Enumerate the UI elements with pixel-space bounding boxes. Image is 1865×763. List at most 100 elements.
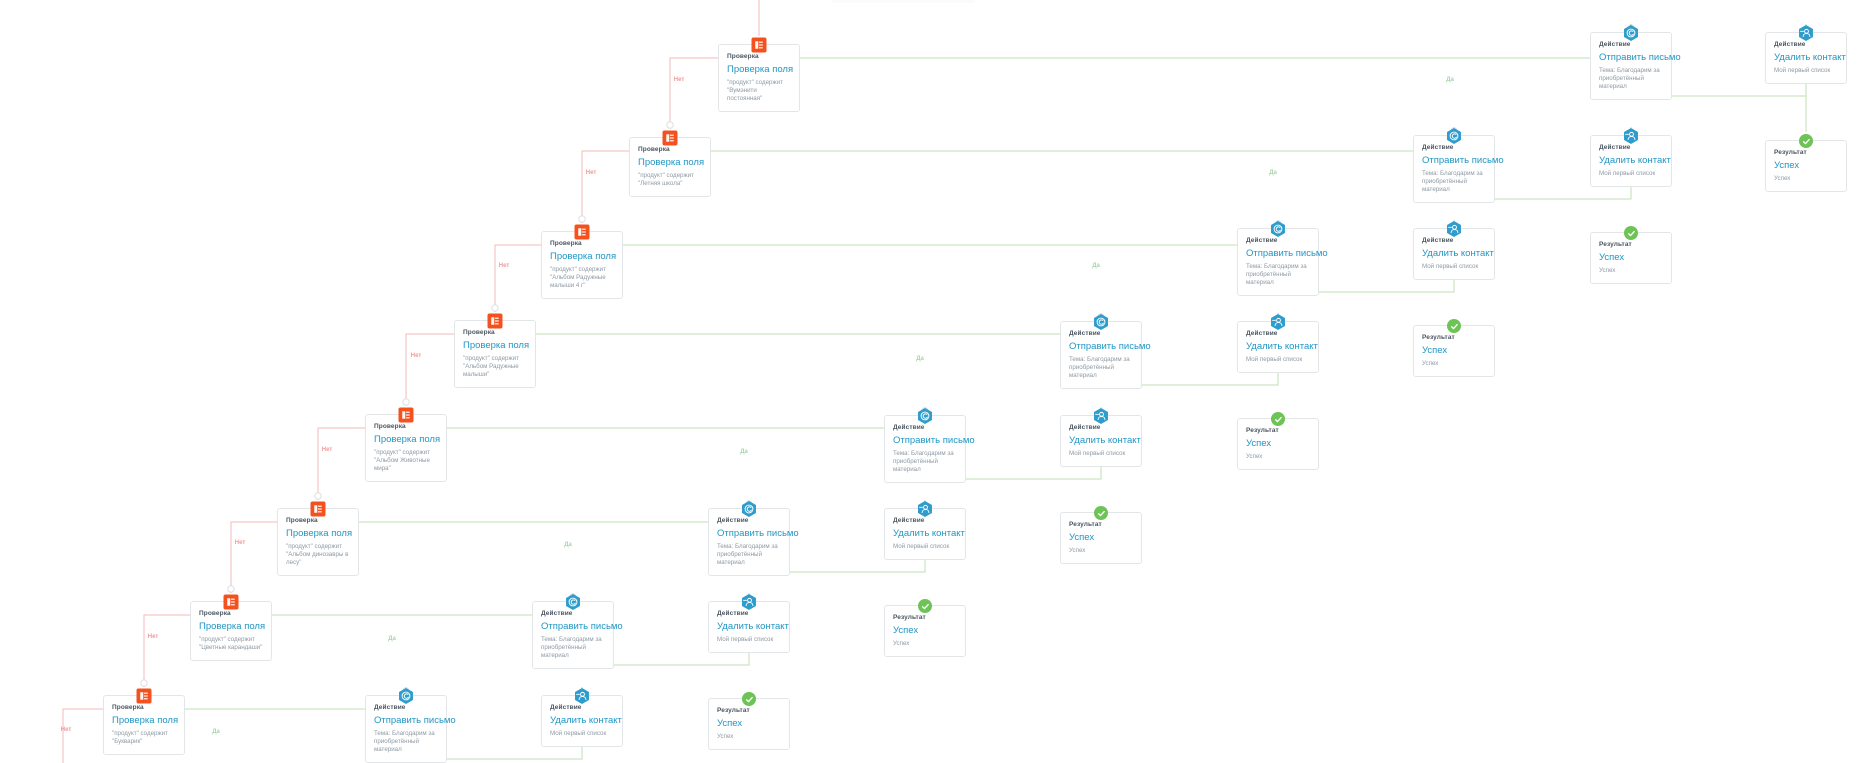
edge-no-c6 xyxy=(230,521,277,593)
node-title: Проверка поля xyxy=(550,251,617,262)
node-description: Тема: Благодарим за приобретённый матери… xyxy=(541,636,602,659)
node-kind-label: Действие xyxy=(1422,144,1454,151)
edge-node-no-c1[interactable] xyxy=(666,121,674,129)
send-email-icon xyxy=(1270,221,1287,238)
node-description: Мой первый список xyxy=(717,636,774,643)
node-kind-label: Действие xyxy=(893,424,925,431)
node-description: Мой первый список xyxy=(550,730,607,737)
node-title: Удалить контакт xyxy=(1422,248,1494,259)
node-description: "продукт" содержит "Альбом Животные мира… xyxy=(374,449,430,472)
success-check-icon xyxy=(1094,506,1108,520)
edge-yes-c4 xyxy=(536,313,1102,335)
success-check-icon xyxy=(1624,226,1638,240)
success-check-icon xyxy=(742,692,756,706)
edge-node-no-c4[interactable] xyxy=(402,398,410,406)
edge-no-c1 xyxy=(669,57,718,129)
edge-yes-top xyxy=(800,24,1632,59)
node-kind-label: Действие xyxy=(374,704,406,711)
edge-no-c4 xyxy=(405,333,454,406)
edge-label-yes: Да xyxy=(1092,263,1100,269)
node-kind-label: Результат xyxy=(1069,521,1102,528)
node-kind-label: Проверка xyxy=(550,240,582,247)
node-description: "продукт" содержит "Вумэнити постоянная" xyxy=(727,79,783,102)
node-title: Удалить контакт xyxy=(717,621,789,632)
node-kind-label: Проверка xyxy=(374,423,406,430)
delete-contact-icon xyxy=(917,501,934,518)
edge-label-yes: Да xyxy=(212,729,220,735)
node-title: Отправить письмо xyxy=(1246,248,1328,259)
node-description: Мой первый список xyxy=(1599,170,1656,177)
node-description: Тема: Благодарим за приобретённый матери… xyxy=(717,543,778,566)
delete-contact-icon xyxy=(741,594,758,611)
edge-node-no-c7[interactable] xyxy=(140,679,148,687)
edge-node-no-c6[interactable] xyxy=(227,585,235,593)
node-title: Удалить контакт xyxy=(1774,52,1846,63)
edge-no-c7 xyxy=(143,614,190,687)
node-kind-label: Действие xyxy=(550,704,582,711)
edge-node-no-c3[interactable] xyxy=(491,304,499,312)
node-title: Удалить контакт xyxy=(550,715,622,726)
check-field-icon xyxy=(751,37,767,53)
node-title: Успех xyxy=(1599,252,1625,263)
node-title: Успех xyxy=(1069,532,1095,543)
node-kind-label: Результат xyxy=(1246,427,1279,434)
node-title: Успех xyxy=(717,718,743,729)
node-kind-label: Действие xyxy=(1599,41,1631,48)
node-title: Успех xyxy=(1246,438,1272,449)
delete-contact-icon xyxy=(574,688,591,705)
node-title: Проверка поля xyxy=(199,621,266,632)
edge-no-c8 xyxy=(62,708,103,763)
edge-label-no: Нет xyxy=(321,447,333,453)
node-kind-label: Действие xyxy=(1069,424,1101,431)
edge-node-no-c2[interactable] xyxy=(578,215,586,223)
node-kind-label: Проверка xyxy=(112,704,144,711)
edge-node-no-c5[interactable] xyxy=(314,492,322,500)
node-kind-label: Результат xyxy=(1774,149,1807,156)
node-title: Отправить письмо xyxy=(893,435,975,446)
node-kind-label: Действие xyxy=(717,610,749,617)
node-description: Успех xyxy=(1246,453,1263,460)
node-kind-label: Результат xyxy=(1599,241,1632,248)
success-check-icon xyxy=(918,599,932,613)
node-title: Отправить письмо xyxy=(1599,52,1681,63)
node-description: "продукт" содержит "Альбом Радужные малы… xyxy=(463,355,519,378)
node-kind-label: Действие xyxy=(717,517,749,524)
edge-no-c5 xyxy=(317,427,365,500)
success-check-icon xyxy=(1271,412,1285,426)
node-description: Успех xyxy=(717,733,734,740)
node-title: Удалить контакт xyxy=(1246,341,1318,352)
node-title: Отправить письмо xyxy=(1422,155,1504,166)
